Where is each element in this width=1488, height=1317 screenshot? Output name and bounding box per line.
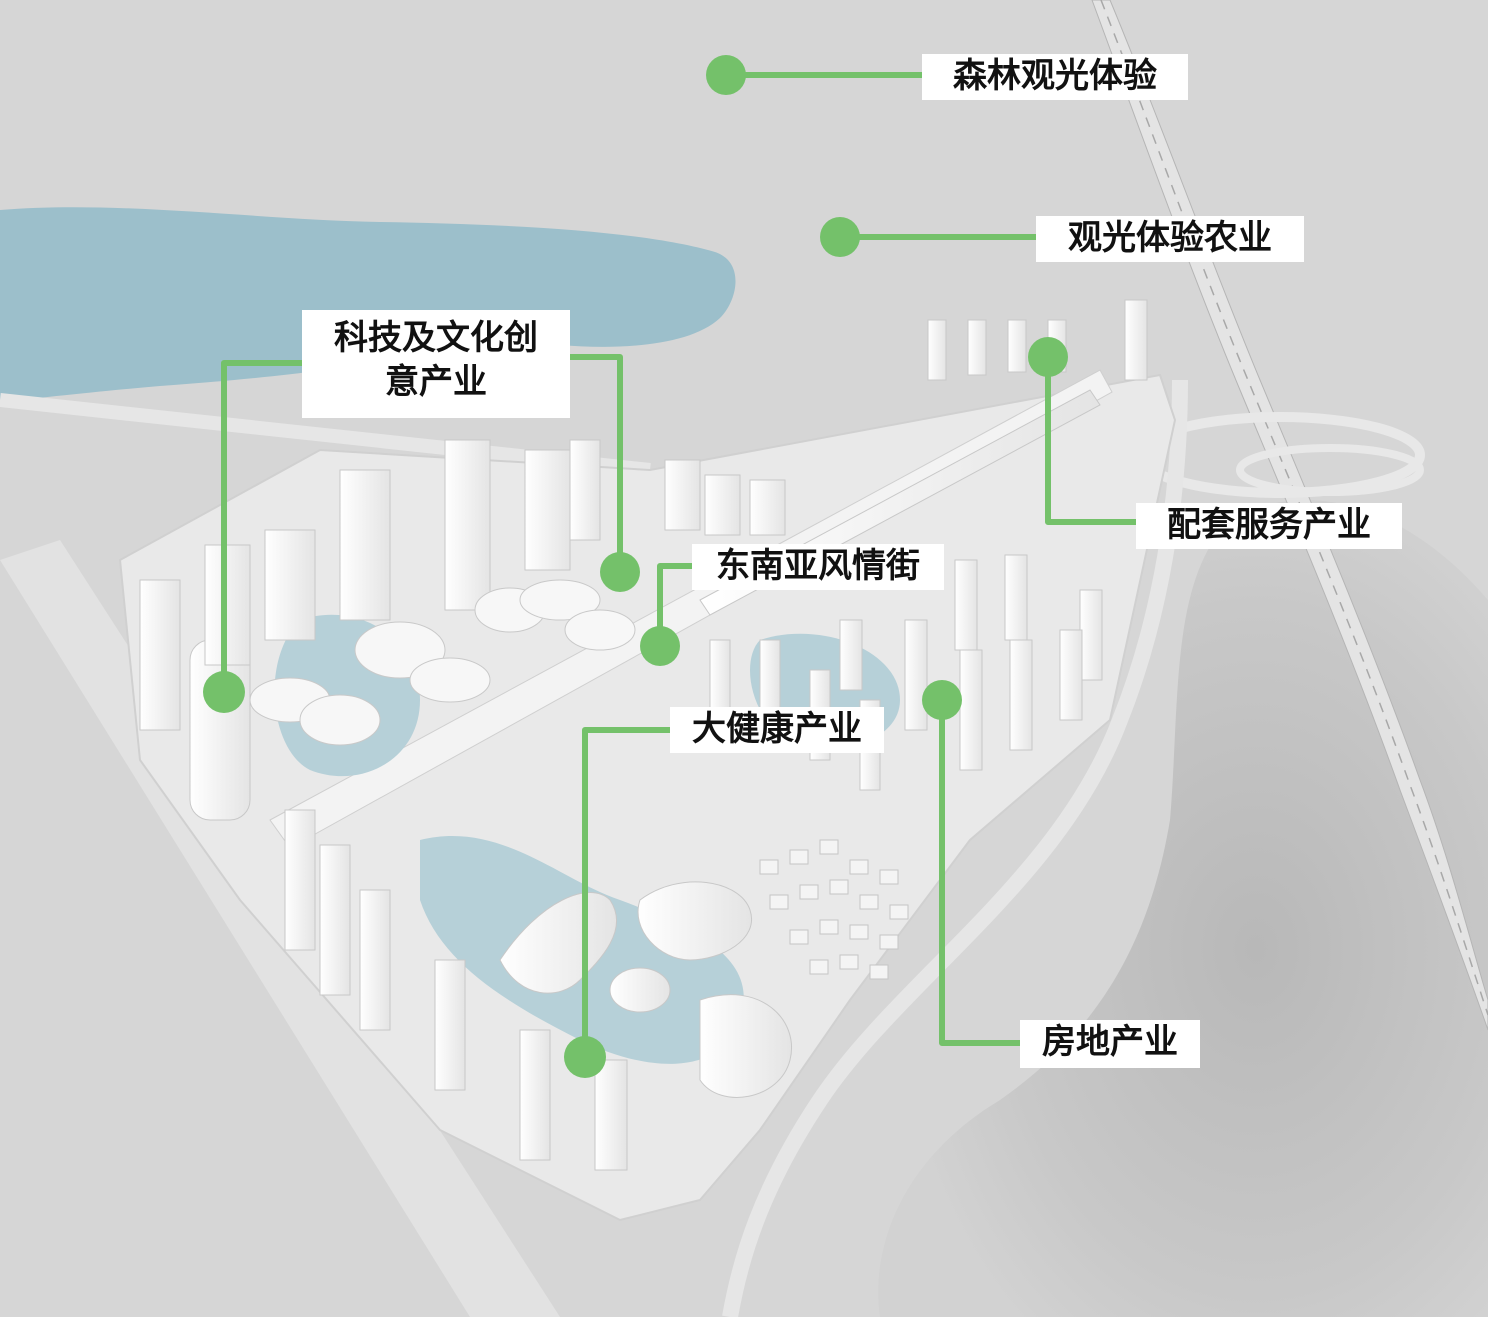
interchange-loop <box>1236 444 1424 496</box>
label-sightseeing-agriculture-text: 观光体验农业 <box>1068 218 1272 258</box>
label-forest-tourism: 森林观光体验 <box>922 54 1188 100</box>
connector-southeast-asian-street <box>657 563 694 646</box>
marker-dot-real-estate <box>922 680 962 720</box>
marker-dot-southeast-asian-street <box>640 626 680 666</box>
label-real-estate-text: 房地产业 <box>1042 1022 1178 1062</box>
lake <box>0 207 736 402</box>
label-tech-culture-line2: 意产业 <box>385 362 487 402</box>
label-health-industry-text: 大健康产业 <box>692 709 862 749</box>
label-tech-culture-industry: 科技及文化创 意产业 <box>302 310 570 418</box>
connector-tech-culture-right <box>568 354 623 572</box>
label-health-industry: 大健康产业 <box>670 707 884 753</box>
connector-tech-culture-left <box>221 360 305 692</box>
highway-centerline <box>1100 0 1488 1016</box>
marker-dot-tech-culture-east <box>600 552 640 592</box>
central-boulevard <box>269 369 1113 849</box>
marker-dot-support-services <box>1028 337 1068 377</box>
marker-dots <box>203 55 1068 1078</box>
label-support-services-text: 配套服务产业 <box>1167 505 1371 545</box>
label-real-estate: 房地产业 <box>1020 1020 1200 1068</box>
label-support-services: 配套服务产业 <box>1136 503 1402 549</box>
label-southeast-asian-street-text: 东南亚风情街 <box>716 546 920 586</box>
label-forest-tourism-text: 森林观光体验 <box>953 56 1157 96</box>
tech-culture-podiums <box>249 579 636 746</box>
connector-lines <box>221 72 1138 1057</box>
hill-terrain <box>878 499 1488 1317</box>
marker-dot-tech-culture-west <box>203 671 245 713</box>
label-sightseeing-agriculture: 观光体验农业 <box>1036 216 1304 262</box>
marker-dot-health-industry <box>564 1036 606 1078</box>
marker-dot-forest-tourism <box>706 55 746 95</box>
label-tech-culture-line1: 科技及文化创 <box>334 318 538 358</box>
connector-real-estate <box>939 700 1022 1046</box>
marker-dot-sightseeing-agriculture <box>820 217 860 257</box>
road-east <box>722 379 1188 1317</box>
connector-health-industry <box>582 727 672 1057</box>
villa-cluster <box>759 839 909 980</box>
connector-support-services <box>1045 357 1138 525</box>
label-southeast-asian-street: 东南亚风情街 <box>692 544 944 590</box>
